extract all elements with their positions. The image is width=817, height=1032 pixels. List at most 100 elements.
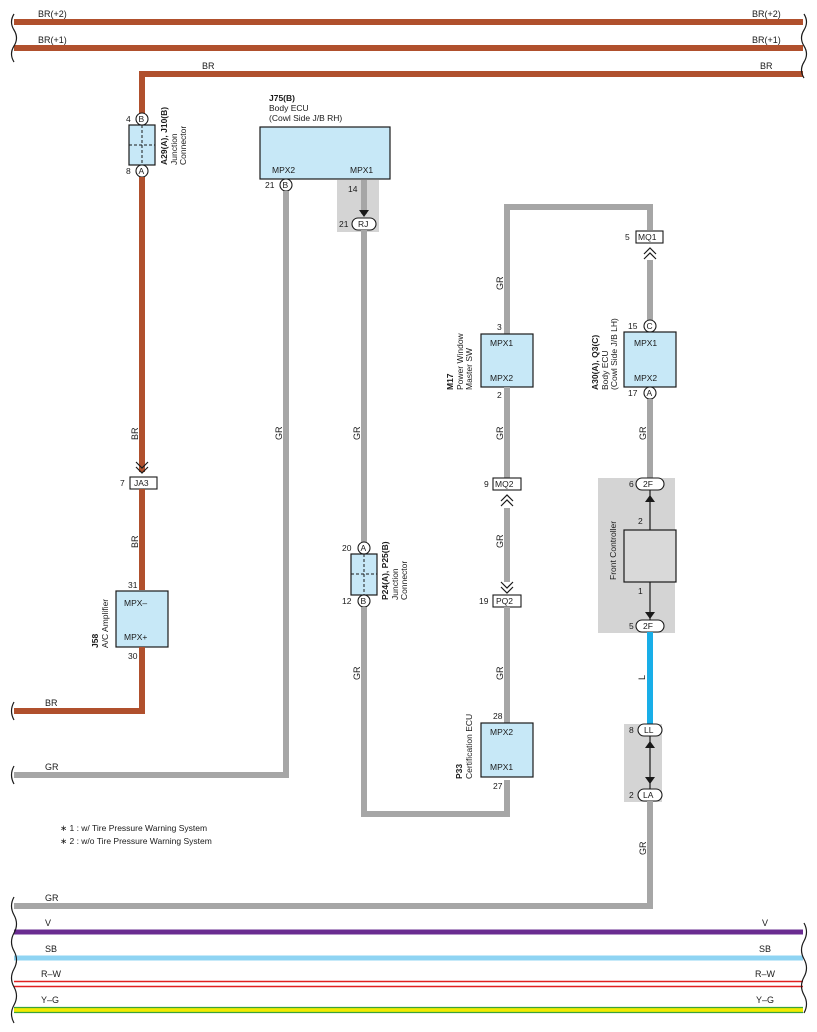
bus-br-plus1: BR(+1) BR(+1): [14, 35, 803, 51]
wire-gr-label-1: GR: [274, 426, 284, 440]
wire-l-front-to-ll: L: [637, 632, 653, 724]
bus-sb-right-label: SB: [759, 944, 771, 954]
j75-pin-21: 21: [265, 180, 275, 190]
p33-terminal-mpx2: MPX2: [490, 727, 513, 737]
j75-code: J75(B): [269, 93, 295, 103]
front-pin-5: 5: [629, 621, 634, 631]
wire-gr-pq2-to-p33: GR: [495, 607, 510, 723]
m17-code: M17: [445, 373, 455, 390]
a30-body-ecu: C 15 MPX1 MPX2 A 17 A30(A), Q3(C) Body E…: [590, 318, 677, 400]
bus-br-top: BR BR: [139, 61, 803, 116]
note-2: ∗ 2 : w/o Tire Pressure Warning System: [60, 836, 212, 846]
p33-pin-28: 28: [493, 711, 503, 721]
bus-sb: SB SB: [14, 944, 803, 961]
mq2-label: MQ2: [495, 479, 514, 489]
j75-name-1: Body ECU: [269, 103, 309, 113]
ll-label: LL: [644, 725, 654, 735]
a30-code: A30(A), Q3(C): [590, 335, 600, 390]
a30-terminal-mpx2: MPX2: [634, 373, 657, 383]
break-marks-right: [800, 13, 808, 79]
m17-terminal-mpx2: MPX2: [490, 373, 513, 383]
wire-gr-label-5: GR: [495, 426, 505, 440]
wire-gr-label-2: GR: [352, 426, 362, 440]
rj-letter: RJ: [358, 219, 368, 229]
m17-body: [480, 333, 534, 388]
p24-code: P24(A), P25(B): [380, 541, 390, 600]
m17-name-2: Master SW: [464, 348, 474, 390]
mq1-label: MQ1: [638, 232, 657, 242]
break-marks-left: [10, 13, 18, 63]
a29-pin-bottom-number: 8: [126, 166, 131, 176]
j58-terminal-mpx-minus: MPX–: [124, 598, 147, 608]
p33-code: P33: [454, 764, 464, 779]
wire-gr-m17-top-loop: GR: [495, 204, 653, 334]
wire-gr-label-4: GR: [495, 276, 505, 290]
a29-pin-b: [135, 112, 149, 126]
wire-gr-la-to-bottom: GR GR: [14, 801, 653, 909]
m17-power-window-master-sw: 3 MPX1 MPX2 2 M17 Power Window Master SW: [445, 322, 534, 400]
j58-terminal-mpx-plus: MPX+: [124, 632, 147, 642]
p24-name-2: Connector: [399, 561, 409, 600]
m17-name-1: Power Window: [455, 332, 465, 390]
notes: ∗ 1 : w/ Tire Pressure Warning System ∗ …: [60, 823, 212, 846]
wire-br-a29-to-ja3: BR: [130, 177, 149, 474]
front-pin-top-letter: 2F: [643, 479, 653, 489]
a30-pin-15: 15: [628, 321, 638, 331]
pq2-connector: PQ2 19: [479, 594, 522, 608]
front-pin-bottom-letter: 2F: [643, 621, 653, 631]
wire-gr-mq2-to-pq2: GR: [495, 508, 514, 594]
mq1-pin: 5: [625, 232, 630, 242]
mq1-connector: MQ1 5: [625, 230, 664, 260]
wire-gr-j75-mpx2-to-left: GR GR: [10, 191, 289, 785]
j58-code: J58: [90, 634, 100, 648]
wire-gr-label-8: GR: [638, 426, 648, 440]
p24-pin-b-letter: B: [361, 596, 367, 606]
j75-terminal-mpx2: MPX2: [272, 165, 295, 175]
wire-br-label-a: BR: [130, 427, 140, 440]
j58-name: A/C Amplifier: [100, 599, 110, 648]
wire-gr-label-7: GR: [495, 666, 505, 680]
bus-y-g: Y–G Y–G: [14, 995, 803, 1014]
m17-pin-2: 2: [497, 390, 502, 400]
bus-br-plus2-right-label: BR(+2): [752, 9, 781, 19]
a29-pin-a-letter: A: [139, 166, 145, 176]
a29-name-1: Junction: [169, 133, 179, 165]
bus-br-plus1-right-label: BR(+1): [752, 35, 781, 45]
a29-code: A29(A), J10(B): [159, 107, 169, 165]
wire-gr-rj-to-p24: GR: [352, 230, 367, 542]
bus-rw-right-label: R–W: [755, 969, 776, 979]
j58-ac-amplifier: MPX– MPX+ 31 30 J58 A/C Amplifier: [90, 580, 169, 661]
wire-br-bottom-label: BR: [45, 698, 58, 708]
wire-gr-p24-to-p33: GR: [352, 607, 510, 817]
j75-terminal-mpx1: MPX1: [350, 165, 373, 175]
wire-gr-a30-to-front-controller: GR: [638, 399, 653, 478]
a30-pin-a-letter: A: [647, 388, 653, 398]
bus-sb-left-label: SB: [45, 944, 57, 954]
ja3-connector: JA3 7: [120, 476, 158, 490]
a30-name-2: (Cowl Side J/B LH): [609, 318, 619, 390]
a30-name-1: Body ECU: [600, 350, 610, 390]
j75-pin-b-letter: B: [283, 180, 289, 190]
p33-certification-ecu: 28 MPX2 MPX1 27 P33 Certification ECU: [454, 711, 534, 791]
wire-l-label: L: [637, 675, 647, 680]
wire-gr-bottom-label: GR: [45, 893, 59, 903]
front-pin-6: 6: [629, 479, 634, 489]
j75-name-2: (Cowl Side J/B RH): [269, 113, 342, 123]
pq2-pin: 19: [479, 596, 489, 606]
wire-br-label-b: BR: [130, 535, 140, 548]
p33-pin-27: 27: [493, 781, 503, 791]
pq2-label: PQ2: [496, 596, 513, 606]
la-pin-2: 2: [629, 790, 634, 800]
p24-pin-12: 12: [342, 596, 352, 606]
j75-body: [259, 126, 391, 180]
bus-yg-right-label: Y–G: [756, 995, 774, 1005]
p24-name-1: Junction: [390, 568, 400, 600]
bus-v: V V: [14, 918, 803, 935]
wire-gr-label-9: GR: [638, 841, 648, 855]
ja3-label: JA3: [134, 478, 149, 488]
wire-gr-mid-label: GR: [45, 762, 59, 772]
bus-yg-left-label: Y–G: [41, 995, 59, 1005]
wire-gr-label-3: GR: [352, 666, 362, 680]
bus-br-plus2-left-label: BR(+2): [38, 9, 67, 19]
p33-name: Certification ECU: [464, 714, 474, 779]
